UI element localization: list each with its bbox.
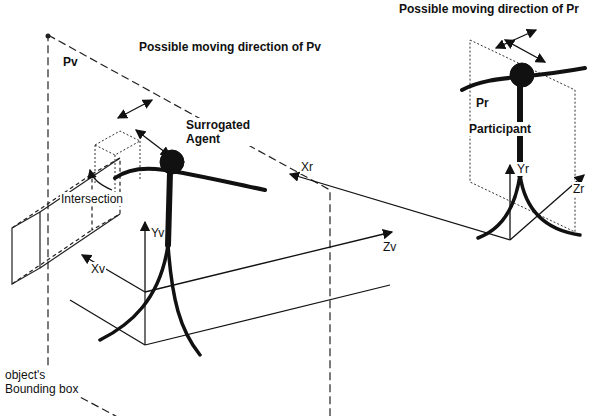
axis-label: Zv xyxy=(382,240,397,254)
axis-label: Yr xyxy=(516,162,530,176)
plane-label: Pr xyxy=(475,96,490,110)
axis-label: Xr xyxy=(300,160,314,174)
callout-label: Intersection xyxy=(60,192,124,206)
axis-label: Yv xyxy=(150,226,165,240)
participant-label: Participant xyxy=(468,122,532,136)
axis-label: Xv xyxy=(90,262,106,276)
direction-label: Possible moving direction of Pr xyxy=(398,2,580,16)
axis-label: Zr xyxy=(572,182,585,196)
callout-label: object's Bounding box xyxy=(4,368,84,396)
direction-label: Possible moving direction of Pv xyxy=(138,40,322,54)
agent-label: Surrogated Agent xyxy=(185,118,265,146)
plane-label: Pv xyxy=(62,55,79,69)
